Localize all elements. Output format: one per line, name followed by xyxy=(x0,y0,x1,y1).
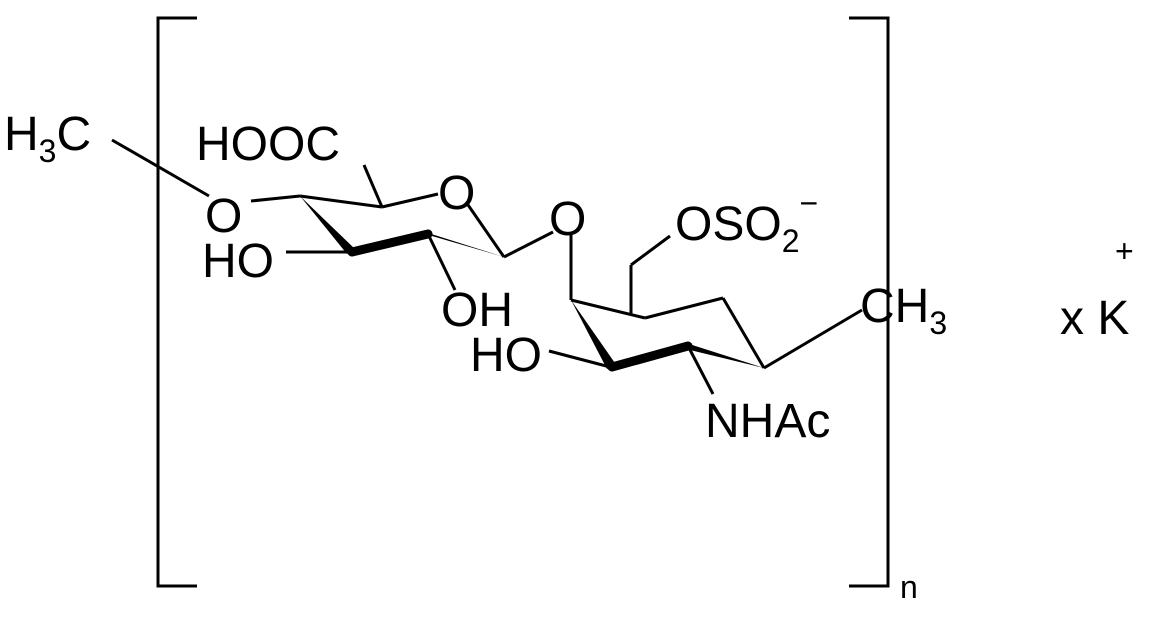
label-ether-oxygen: O xyxy=(205,190,242,243)
wedge-c4b-c3b xyxy=(571,300,617,369)
bond-c3b-c2b xyxy=(607,341,693,372)
label-counterion-charge: + xyxy=(1115,233,1134,269)
bond-c1-oh xyxy=(426,233,457,291)
label-ho-left: HO xyxy=(202,235,274,288)
label-ring-oxygen-1: O xyxy=(438,167,475,220)
label-ho-ring2: HO xyxy=(470,329,542,382)
label-counterion: x K xyxy=(1060,292,1129,345)
bond-o-c1b xyxy=(721,297,766,369)
left-bracket xyxy=(156,16,197,588)
bond-ch2-oso2 xyxy=(630,234,671,267)
glucuronic-acid-ring xyxy=(111,138,554,291)
label-sulfonate: OSO2− xyxy=(675,185,818,259)
label-ch3-right: CH3 xyxy=(860,280,947,341)
right-bracket xyxy=(849,16,890,588)
bond-c4b-c5b xyxy=(570,298,646,320)
bond-c4-c3 xyxy=(299,194,383,209)
wedge-c2b-c1b xyxy=(686,343,764,368)
label-nhac: NHAc xyxy=(705,395,830,448)
bond-ch3-o xyxy=(111,138,210,198)
wedge-c4-c5 xyxy=(300,196,356,254)
galactosamine-ring xyxy=(548,233,863,395)
bond-c2-olink xyxy=(503,230,554,259)
bond-c4-o xyxy=(250,194,301,203)
label-h3c: H3C xyxy=(4,108,91,169)
label-hooc: HOOC xyxy=(196,118,340,171)
bond-c3-o xyxy=(381,192,439,209)
bond-c5b-o xyxy=(644,296,724,320)
wedge-c1-c2 xyxy=(425,232,504,257)
bond-c3-cooh xyxy=(362,164,384,208)
bond-c5-c1 xyxy=(347,229,433,257)
label-glycosidic-oxygen: O xyxy=(549,193,586,246)
bond-c1b-ch3 xyxy=(763,308,863,370)
bond-c2b-nhac xyxy=(686,345,715,395)
bond-c3b-ho xyxy=(548,349,611,369)
label-oh-mid: OH xyxy=(441,284,513,337)
label-repeat-n: n xyxy=(900,569,918,605)
bond-o-c2 xyxy=(464,201,506,258)
